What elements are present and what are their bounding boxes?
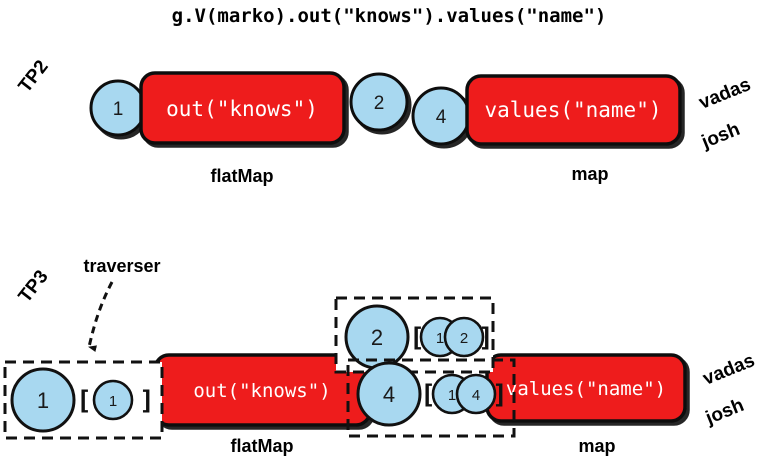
traverser-mid-4: 4 [ 1 4 ] <box>346 358 516 438</box>
step-label: values("name") <box>484 98 661 122</box>
step-kind-flatmap: flatMap <box>231 436 294 456</box>
step-label: values("name") <box>506 378 666 400</box>
traverser-mid-2: 2 <box>349 72 409 132</box>
path-value: 1 <box>436 330 444 347</box>
path-value: 2 <box>460 330 468 347</box>
step-label: out("knows") <box>166 97 318 121</box>
path-value: 1 <box>448 387 456 404</box>
row-label-tp2: TP2 <box>15 56 53 96</box>
traverser-value: 4 <box>436 107 447 128</box>
path-bracket-close: ] <box>139 386 155 416</box>
traverser-callout-label: traverser <box>83 256 160 276</box>
output-vadas: vadas <box>696 74 754 114</box>
path-bracket-close: ] <box>492 380 508 410</box>
path-circle <box>92 379 134 421</box>
traverser-object-value: 4 <box>383 382 395 407</box>
traverser-mid-2: 2 [ 1 2 ] <box>334 296 495 374</box>
page-title: g.V(marko).out("knows").values("name") <box>172 5 607 27</box>
step-kind-map: map <box>571 164 608 184</box>
traverser-in-1: 1 <box>89 79 147 137</box>
path-value: 4 <box>472 387 480 404</box>
values-name-step: values("name") <box>485 353 687 423</box>
traverser-object-value: 1 <box>37 388 49 413</box>
traverser-in-1: 1 [ 1 ] <box>3 360 164 440</box>
traverser-object-circle <box>356 361 422 427</box>
traverser-circle <box>349 72 409 132</box>
row-tp2: TP2 1 out("knows") flatMap 2 4 <box>13 55 755 188</box>
path-value: 1 <box>109 393 117 410</box>
step-kind-map: map <box>578 436 615 456</box>
traverser-callout-arrow <box>87 281 114 352</box>
row-tp3: TP3 traverser out("knows") flatMap value… <box>3 254 759 458</box>
path-circle <box>455 373 497 415</box>
output-josh: josh <box>698 119 743 153</box>
path-bracket-close: ] <box>478 323 494 353</box>
values-name-step: values("name") <box>465 74 682 146</box>
traverser-box <box>346 358 516 438</box>
path-circle <box>443 316 485 358</box>
traverser-value: 2 <box>374 93 385 114</box>
step-kind-flatmap: flatMap <box>211 166 274 186</box>
traverser-value: 1 <box>113 99 124 120</box>
traverser-mid-4: 4 <box>411 86 471 146</box>
path-bracket-open: [ <box>76 386 92 416</box>
output-vadas: vadas <box>700 350 758 390</box>
traverser-object-value: 2 <box>371 325 383 350</box>
step-box <box>139 71 346 145</box>
out-knows-step: out("knows") <box>153 353 372 427</box>
path-bracket-open: [ <box>420 380 436 410</box>
row-label-tp3: TP3 <box>15 266 53 306</box>
out-knows-step: out("knows") <box>139 71 346 145</box>
output-josh: josh <box>702 395 747 429</box>
step-label: out("knows") <box>193 380 330 402</box>
traverser-object-circle <box>10 367 76 433</box>
step-box <box>465 74 682 146</box>
